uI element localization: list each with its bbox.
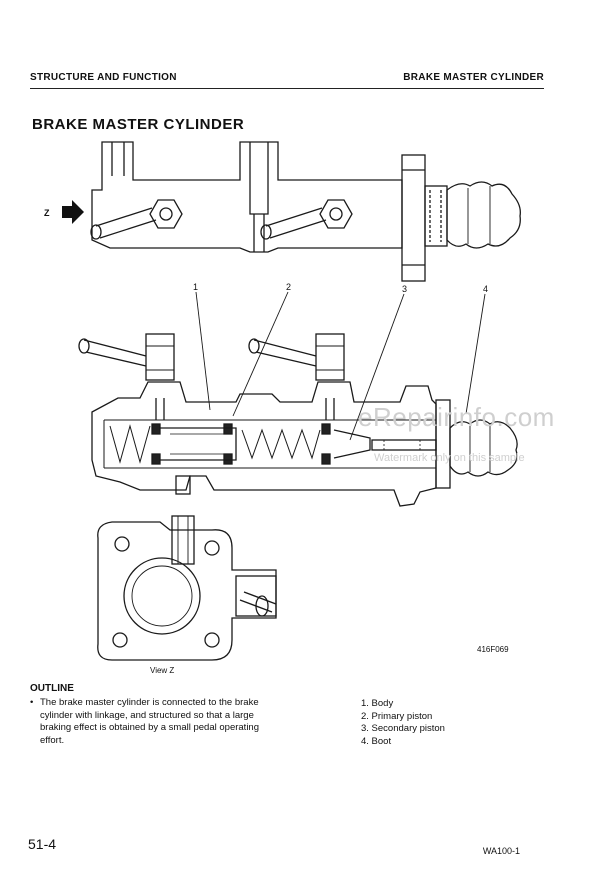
- page-title: BRAKE MASTER CYLINDER: [32, 116, 245, 133]
- part-item: 3. Secondary piston: [361, 723, 445, 735]
- part-item: 4. Boot: [361, 735, 392, 747]
- z-arrow-label: Z: [44, 208, 50, 218]
- outline-paragraph: • The brake master cylinder is connected…: [30, 697, 280, 747]
- watermark-site: eRepairinfo.com: [358, 402, 555, 432]
- view-z-label: View Z: [150, 666, 175, 675]
- part-item: 1. Body: [361, 698, 394, 709]
- header-section: STRUCTURE AND FUNCTION: [30, 72, 177, 83]
- header-rule: [30, 88, 544, 89]
- parts-list: 1. Body 2. Primary piston 3. Secondary p…: [361, 698, 445, 748]
- callout-2: 2: [286, 282, 291, 292]
- outline-heading: OUTLINE: [30, 683, 74, 694]
- model-code: WA100-1: [482, 846, 520, 856]
- section-view: [78, 333, 518, 507]
- header-topic: BRAKE MASTER CYLINDER: [403, 72, 544, 83]
- watermark-note: Watermark only on this sample: [374, 452, 525, 464]
- page-number: 51-4: [28, 836, 57, 852]
- view-z: [97, 515, 277, 661]
- outline-text: The brake master cylinder is connected t…: [40, 697, 259, 746]
- external-view: Z: [44, 141, 521, 282]
- callout-4: 4: [483, 284, 488, 294]
- figure-code: 416F069: [477, 645, 509, 654]
- callout-3: 3: [402, 284, 407, 294]
- part-item: 2. Primary piston: [361, 710, 433, 722]
- callout-1: 1: [193, 282, 198, 292]
- outline-bullet: •: [30, 697, 34, 708]
- callout-leaders: [195, 291, 486, 441]
